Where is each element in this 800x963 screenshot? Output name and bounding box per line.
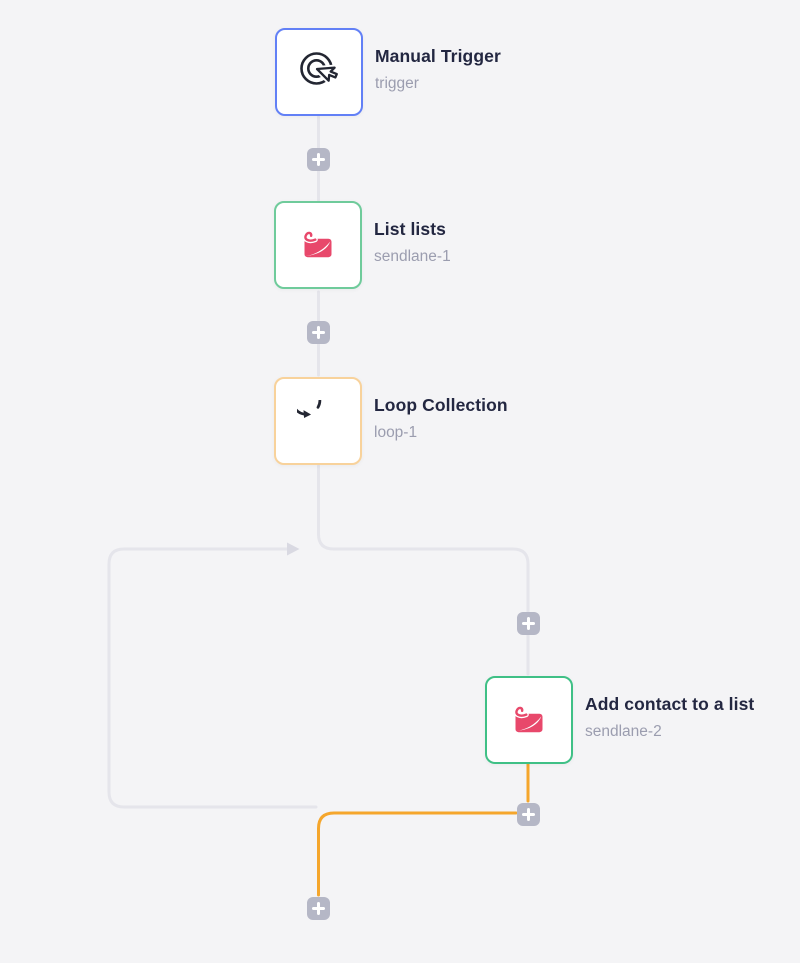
node-subtitle: sendlane-2 xyxy=(585,722,662,740)
node-title: Loop Collection xyxy=(374,395,508,416)
node-sendlane-2-box[interactable] xyxy=(485,676,573,764)
add-step-button[interactable] xyxy=(307,897,330,920)
node-sendlane-2: Add contact to a list sendlane-2 xyxy=(485,676,754,764)
node-loop-1: Loop Collection loop-1 xyxy=(274,377,508,465)
active-path-loopend-to-exit xyxy=(317,811,518,897)
node-title: Manual Trigger xyxy=(375,46,501,67)
sendlane-icon xyxy=(513,704,543,732)
node-manual-trigger-box[interactable] xyxy=(275,28,363,116)
add-step-button[interactable] xyxy=(307,321,330,344)
add-step-button[interactable] xyxy=(517,803,540,826)
node-title: List lists xyxy=(374,219,446,240)
node-manual-trigger: Manual Trigger trigger xyxy=(275,28,501,116)
loop-icon xyxy=(297,400,322,419)
add-step-button[interactable] xyxy=(517,612,540,635)
node-sendlane-1-box[interactable] xyxy=(274,201,362,289)
connector-loop-to-sendlane2 xyxy=(317,464,530,676)
node-subtitle: trigger xyxy=(375,74,419,92)
connector-loopback-return xyxy=(107,547,318,809)
node-subtitle: loop-1 xyxy=(374,423,418,441)
node-subtitle: sendlane-1 xyxy=(374,247,451,265)
node-sendlane-1: List lists sendlane-1 xyxy=(274,201,451,289)
sendlane-icon xyxy=(302,229,332,257)
click-icon xyxy=(300,52,340,85)
node-loop-1-box[interactable] xyxy=(274,377,362,465)
node-title: Add contact to a list xyxy=(585,694,755,715)
loopback-arrowhead-icon xyxy=(287,542,300,556)
add-step-button[interactable] xyxy=(307,148,330,171)
